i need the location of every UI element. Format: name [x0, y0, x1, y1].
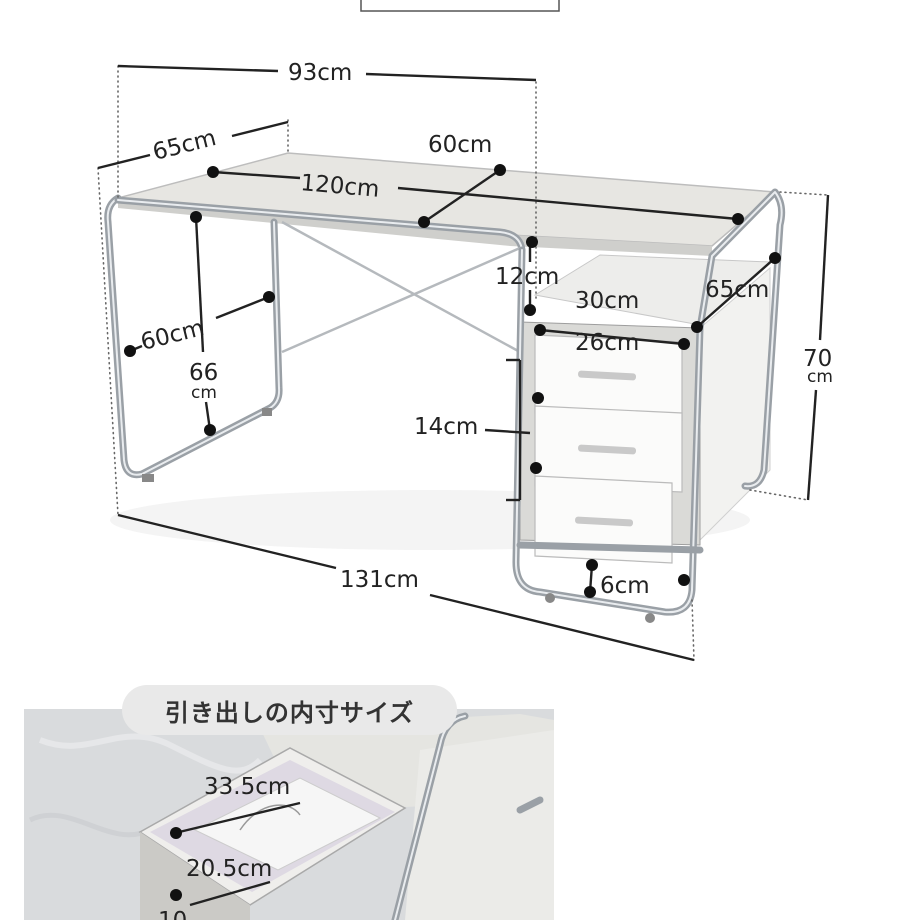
label-height-total-unit: cm — [807, 367, 833, 387]
label-height-total: 70 — [803, 346, 832, 372]
label-cabinet-width: 30cm — [575, 288, 639, 314]
label-shelf-gap: 12cm — [495, 264, 559, 290]
label-drawer-inner-height: 10 — [158, 908, 187, 920]
label-drawer-width: 26cm — [575, 330, 639, 356]
label-drawer-height: 14cm — [414, 414, 478, 440]
label-width-top: 93cm — [288, 60, 352, 86]
drawer-interior-photo — [24, 709, 554, 920]
label-leg-height-unit: cm — [191, 383, 217, 403]
label-total-width: 131cm — [340, 567, 419, 593]
drawer-1 — [534, 334, 683, 421]
label-depth-side: 65cm — [150, 125, 219, 166]
dimension-lines — [97, 64, 830, 662]
cross-brace — [281, 220, 521, 354]
label-leg-height: 66 — [189, 360, 218, 386]
label-tabletop-depth: 60cm — [428, 132, 492, 158]
label-leg-depth: 60cm — [138, 315, 207, 356]
label-drawer-inner-width: 33.5cm — [204, 774, 290, 800]
drawer-3 — [534, 475, 673, 564]
drawer-2 — [534, 405, 683, 493]
header-box — [360, 0, 560, 12]
label-cabinet-depth: 65cm — [705, 277, 769, 303]
inner-size-badge: 引き出しの内寸サイズ — [122, 685, 457, 735]
label-drawer-inner-depth: 20.5cm — [186, 856, 272, 882]
label-floor-clearance: 6cm — [600, 573, 650, 599]
dotted-guides — [97, 65, 829, 661]
